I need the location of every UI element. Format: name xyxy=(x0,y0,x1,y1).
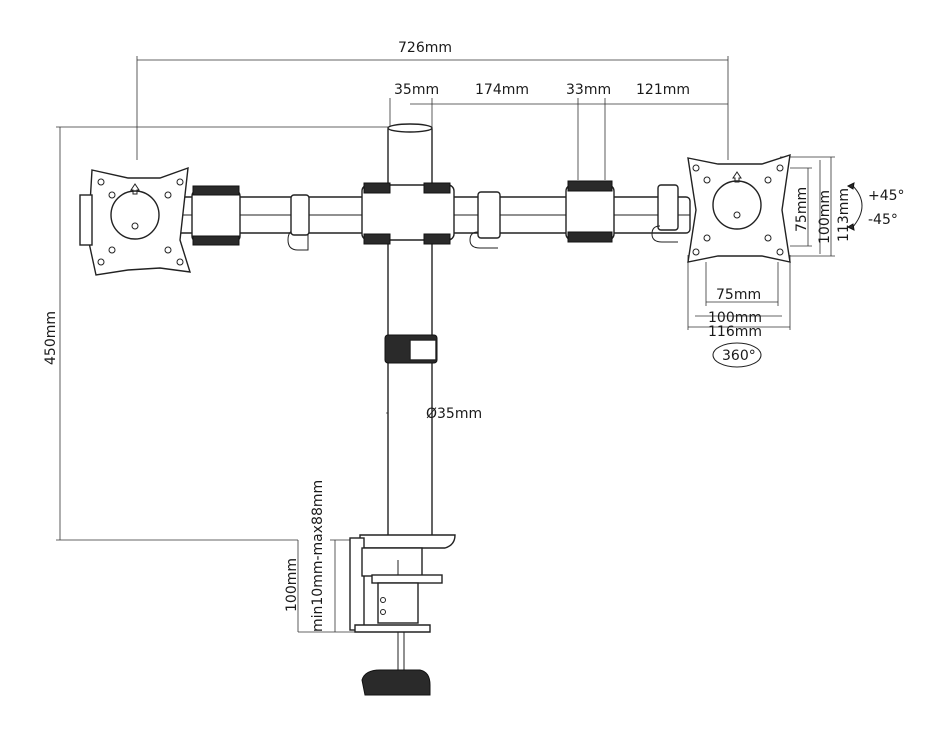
right-joint xyxy=(565,180,615,243)
joint-width-label: 33mm xyxy=(566,82,611,98)
left-joint xyxy=(191,185,241,246)
vesa-large-width-label: 100mm xyxy=(708,310,762,326)
height-label: 450mm xyxy=(43,311,59,365)
tilt-up-label: +45° xyxy=(868,188,905,204)
right-vesa-plate xyxy=(687,153,791,263)
plate-height-label: 113mm xyxy=(836,188,852,242)
total-width-label: 726mm xyxy=(398,40,452,56)
arm-segment-label: 174mm xyxy=(475,82,529,98)
rotation-label: 360° xyxy=(722,348,756,364)
end-segment-label: 121mm xyxy=(636,82,690,98)
desk-thickness-label: min10mm-max88mm xyxy=(310,480,326,632)
center-joint xyxy=(361,182,455,245)
cable-hooks xyxy=(287,184,679,251)
pole-diameter-label: Ø35mm xyxy=(426,406,482,422)
clamp-depth-label: 100mm xyxy=(284,558,300,612)
left-vesa-plate xyxy=(79,166,191,276)
vesa-large-height-label: 100mm xyxy=(817,190,833,244)
tilt-indicator xyxy=(846,182,863,231)
desk-clamp xyxy=(349,534,456,696)
plate-width-label: 116mm xyxy=(708,324,762,340)
rotation-indicator xyxy=(712,342,762,368)
tilt-down-label: -45° xyxy=(868,212,898,228)
arm-right xyxy=(427,196,691,234)
pole-offset-label: 35mm xyxy=(394,82,439,98)
vesa-small-height-label: 75mm xyxy=(794,187,810,232)
vesa-small-width-label: 75mm xyxy=(716,287,761,303)
dimension-lines xyxy=(56,56,835,633)
